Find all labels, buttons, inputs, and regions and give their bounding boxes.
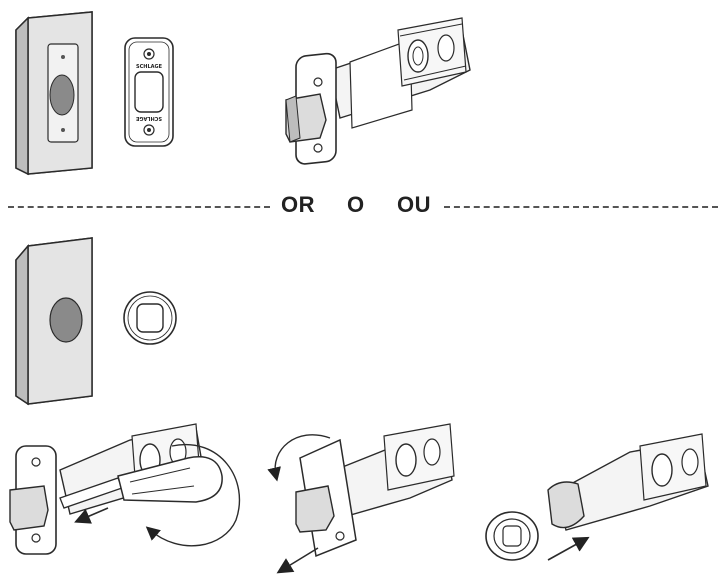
faceplate-brand-bottom: SCHLAGE <box>135 115 162 121</box>
latch-assembly-top <box>285 17 471 165</box>
dashed-line-left <box>8 206 270 208</box>
or-label-english: OR <box>281 192 315 217</box>
or-label-spanish: O <box>347 192 365 217</box>
latch-faceplate: SCHLAGE SCHLAGE <box>124 37 174 147</box>
faceplate-brand-top: SCHLAGE <box>136 64 163 70</box>
or-divider: OR O OU <box>0 190 725 224</box>
door-edge-mortised <box>15 11 93 176</box>
step-rotate-faceplate <box>267 423 455 574</box>
push-arrow <box>547 536 590 561</box>
round-latch-face <box>123 291 177 345</box>
step-install-collar <box>485 433 709 561</box>
screwdriver-icon <box>59 456 223 509</box>
dashed-line-right <box>444 206 718 208</box>
pull-arrow <box>74 507 109 524</box>
pull-arrow <box>276 547 319 574</box>
or-label-french: OU <box>397 192 431 217</box>
step-remove-faceplate-screwdriver <box>9 423 241 555</box>
door-edge-drilled <box>15 237 93 406</box>
